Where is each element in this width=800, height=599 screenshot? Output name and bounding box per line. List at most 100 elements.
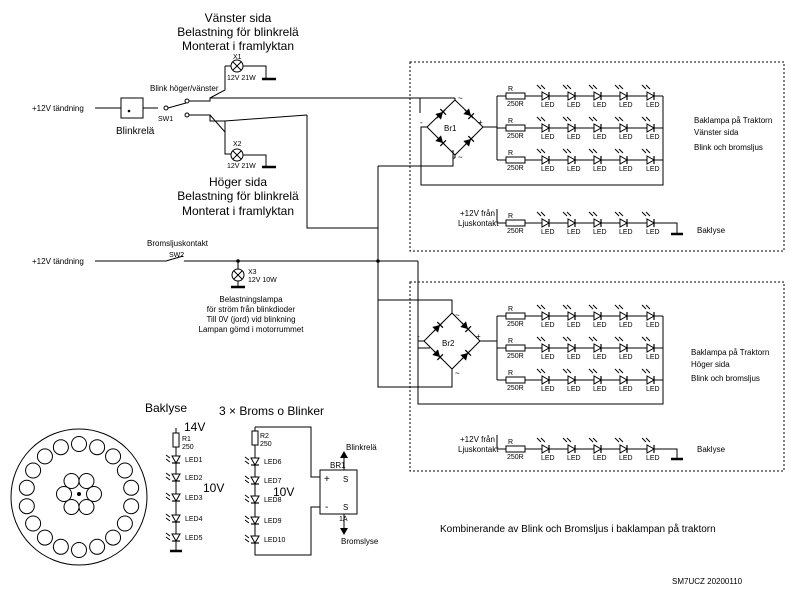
bl-r-ref: R1 [182, 436, 191, 443]
lamp-face [10, 428, 148, 566]
led-label: LED [619, 166, 633, 173]
panel-right-tail-lamp: Br2 ~ ~ + - R 250R R 250R R 250R [377, 281, 785, 472]
supply-2-label: +12V tändning [32, 257, 84, 266]
led-ref: LED9 [264, 518, 282, 525]
led-label: LED [619, 386, 633, 393]
bl-led-1: LED1 [165, 454, 203, 465]
face-outer-led [36, 448, 53, 465]
panel-1-row-3-led-4: LED [614, 148, 633, 173]
svg-text:R: R [508, 306, 513, 313]
face-outer-led [89, 538, 106, 555]
led-label: LED [646, 166, 660, 173]
panel-2-row-3-led-4: LED [614, 368, 633, 393]
bl-led-2: LED2 [165, 472, 203, 483]
bb-led-3: LED8 [244, 494, 282, 505]
svg-text:250R: 250R [507, 454, 524, 461]
panel-1-row-3-led-1: LED [536, 148, 555, 173]
panel-1-row-4-led-4: LED [614, 211, 633, 236]
face-outer-led [18, 498, 35, 515]
face-outer-led [116, 515, 133, 532]
panel-1-row-1-led-1: LED [536, 84, 555, 109]
panel-1-row-4-led-3: LED [588, 211, 607, 236]
bl-led-3: LED3 [165, 492, 203, 503]
face-outer-led [52, 439, 69, 456]
led-label: LED [593, 166, 607, 173]
led-label: LED [541, 166, 555, 173]
panel-1-tail-supply-2: Ljuskontakt [458, 219, 499, 228]
supply-1-label: +12V tändning [32, 104, 84, 113]
panel-2-tail-supply-2: Ljuskontakt [458, 445, 499, 454]
panel-2-row-1-led-3: LED [588, 304, 607, 329]
led-label: LED [567, 354, 581, 361]
svg-text:R: R [508, 338, 513, 345]
br1-plus: + [478, 118, 483, 127]
lamp-x2-title1: Höger sida [209, 175, 267, 189]
br2-plus: + [476, 332, 481, 341]
face-outer-led [71, 436, 87, 452]
led-label: LED [619, 354, 633, 361]
bb-title: 3 × Broms o Blinker [219, 404, 324, 418]
svg-text:250R: 250R [507, 321, 524, 328]
led-label: LED [593, 102, 607, 109]
panel-left-tail-lamp: Br1 ~ ~ + - R 250R R 250R [409, 61, 785, 252]
led-label: LED [541, 386, 555, 393]
led-label: LED [567, 455, 581, 462]
led-label: LED [646, 455, 660, 462]
face-outer-led [89, 439, 106, 456]
svg-text:R: R [508, 439, 513, 446]
lamp-face-leds [18, 436, 140, 558]
face-outer-led [123, 479, 140, 496]
led-label: LED [646, 134, 660, 141]
panel-2-row-2-led-4: LED [614, 336, 633, 361]
led-label: LED [646, 102, 660, 109]
panel-2-row-3-led-3: LED [588, 368, 607, 393]
led-label: LED [646, 386, 660, 393]
led-label: LED [567, 229, 581, 236]
led-label: LED [593, 322, 607, 329]
panel-1-row-1-led-2: LED [562, 84, 581, 109]
lamp-x3-rating: 12V 10W [248, 277, 277, 284]
face-outer-led [71, 542, 87, 558]
led-label: LED [567, 134, 581, 141]
baklyse-column: Baklyse 14V R1 250 10V LED1LED2LED3LED4L… [145, 401, 224, 553]
led-label: LED [567, 322, 581, 329]
panel-2-row-3-led-5: LED [641, 368, 660, 393]
led-ref: LED4 [185, 516, 203, 523]
led-label: LED [567, 102, 581, 109]
lamp-x2-rating: 12V 21W [227, 163, 256, 170]
led-label: LED [541, 102, 555, 109]
bl-title: Baklyse [145, 401, 187, 415]
panel-1-row-2-led-4: LED [614, 116, 633, 141]
panel-2-row-4-led-4: LED [614, 437, 633, 462]
lamp-x1-rating: 12V 21W [227, 75, 256, 82]
svg-text:R: R [508, 86, 513, 93]
panel-1-row-2-led-3: LED [588, 116, 607, 141]
bb-amp: 1A [339, 516, 348, 523]
panel-1-row-2-led-2: LED [562, 116, 581, 141]
panel-2-row-2-led-2: LED [562, 336, 581, 361]
panel-1-title-2: Vänster sida [694, 128, 739, 137]
panel-2-tail-label: Baklyse [697, 445, 726, 454]
face-inner-led [63, 498, 80, 515]
led-label: LED [541, 455, 555, 462]
panel-2-row-4-led-2: LED [562, 437, 581, 462]
bb-led-2: LED7 [244, 475, 282, 486]
panel-1-title-1: Baklampa på Traktorn [694, 116, 772, 125]
led-label: LED [593, 386, 607, 393]
led-ref: LED7 [264, 478, 282, 485]
face-outer-led [25, 515, 42, 532]
brake-section: +12V tändning Bromsljuskontakt SW2 X3 12… [32, 150, 454, 349]
bl-voltage: 14V [184, 420, 205, 434]
panel-1-row-4-led-1: LED [536, 211, 555, 236]
panel-2-box [409, 281, 785, 472]
bb-drop: 10V [273, 485, 294, 499]
bb-led-5: LED10 [244, 534, 286, 545]
blink-relay [120, 97, 144, 119]
panel-1-tail-label: Baklyse [697, 226, 726, 235]
br1-ref: Br1 [444, 124, 457, 133]
face-inner-led [78, 498, 95, 515]
lamp-x3-desc4: Lampan gömd i motorrummet [199, 325, 305, 334]
face-inner-led [78, 473, 95, 490]
